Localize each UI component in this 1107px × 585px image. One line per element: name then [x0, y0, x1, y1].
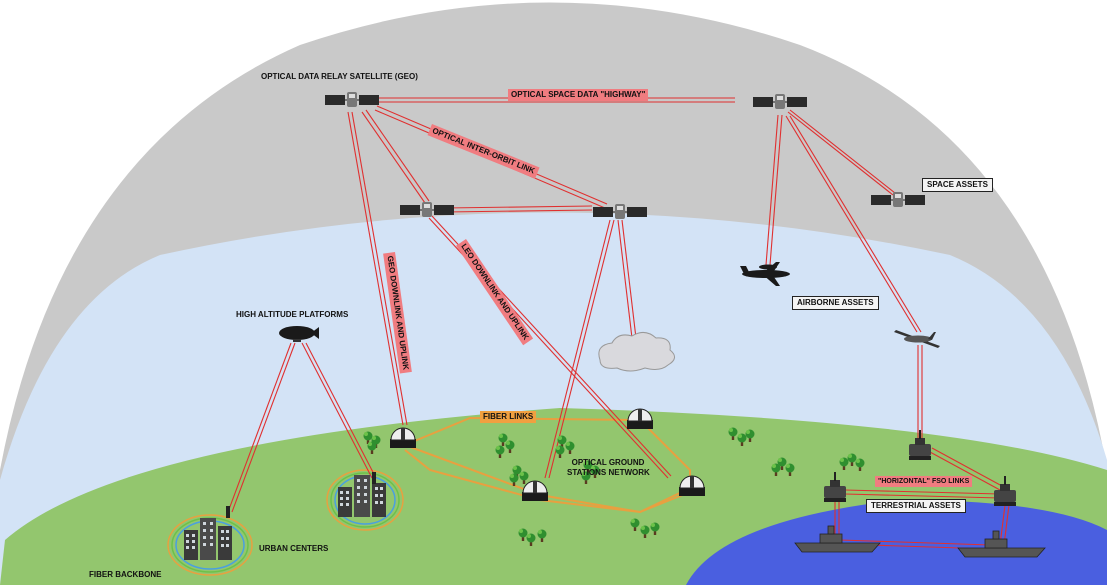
- fiber-links-label: FIBER LINKS: [480, 411, 537, 423]
- geo-satellite-label: OPTICAL DATA RELAY SATELLITE (GEO): [261, 72, 418, 81]
- warship-icon: [794, 525, 881, 553]
- space-highway-label: OPTICAL SPACE DATA "HIGHWAY": [508, 89, 649, 101]
- city-tower-icon: [226, 506, 230, 518]
- ogs-network-label-line2: STATIONS NETWORK: [567, 468, 650, 477]
- warship-icon-2: [957, 530, 1046, 558]
- airborne-assets-label: AIRBORNE ASSETS: [792, 296, 879, 310]
- horizontal-fso-label: "HORIZONTAL" FSO LINKS: [875, 476, 973, 487]
- ogs-network-label: OPTICAL GROUND STATIONS NETWORK: [567, 458, 650, 478]
- ogs-network-label-line1: OPTICAL GROUND: [571, 458, 645, 467]
- city-tower-icon-2: [372, 472, 376, 484]
- airship-icon: [279, 326, 319, 342]
- space-assets-label: SPACE ASSETS: [922, 178, 993, 192]
- terrestrial-assets-label: TERRESTRIAL ASSETS: [866, 499, 966, 513]
- fiber-backbone-label: FIBER BACKBONE: [89, 570, 162, 579]
- cloud-icon: [598, 332, 675, 372]
- drone-icon: [894, 330, 940, 348]
- sea-layer: [686, 500, 1107, 585]
- urban-centers-label: URBAN CENTERS: [259, 544, 329, 553]
- hap-label: HIGH ALTITUDE PLATFORMS: [236, 310, 349, 319]
- aircraft-icon: [740, 262, 790, 286]
